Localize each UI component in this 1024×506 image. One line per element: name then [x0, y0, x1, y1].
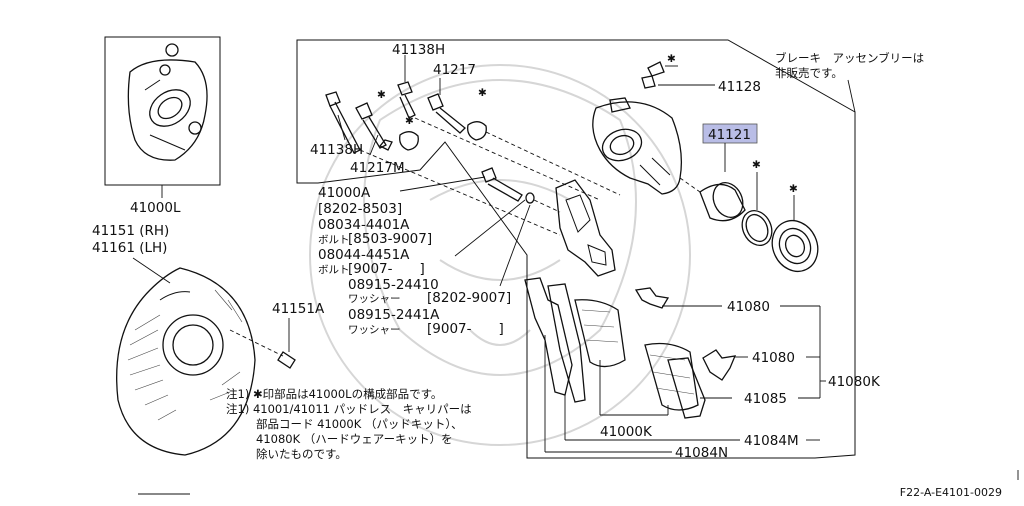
part-number-41138H-lower: 41138H — [310, 142, 363, 158]
caliper-assembly-inset — [104, 36, 221, 198]
asterisk-mark: ✱ — [667, 53, 676, 65]
mounting-bolt — [399, 167, 561, 213]
part-number-08915-2441A: 08915-2441A — [348, 307, 440, 323]
asterisk-mark: ✱ — [377, 89, 386, 101]
caliper-bracket — [555, 179, 616, 277]
footnote-padless-caliper-line4: 除いたものです。 — [256, 447, 347, 461]
part-number-08034-4401A: 08034-4401A — [318, 217, 410, 233]
part-number-41000A: 41000A — [318, 185, 371, 201]
assembly-not-sold-note-line1: ブレーキ アッセンブリーは — [775, 51, 924, 65]
part-number-41080-upper: 41080 — [727, 299, 770, 315]
shield-bolt — [229, 318, 296, 369]
part-number-41084N: 41084N — [675, 445, 728, 461]
part-number-41128: 41128 — [718, 79, 761, 95]
part-number-41121[interactable]: 41121 — [708, 127, 751, 143]
part-number-08044-4451A: 08044-4451A — [318, 247, 410, 263]
part-number-41080-lower: 41080 — [752, 350, 795, 366]
footnote-asterisk-parts: 注1) ✱印部品は41000Lの構成部品です。 — [226, 387, 442, 401]
footnote-padless-caliper-line2: 部品コード 41000K （パッドキット）、 — [256, 417, 463, 431]
part-number-08915-24410: 08915-24410 — [348, 277, 439, 293]
part-number-41000L: 41000L — [130, 200, 181, 216]
part-number-41084M: 41084M — [744, 433, 799, 449]
footnote-padless-caliper-line3: 41080K （ハードウェアーキット）を — [256, 432, 453, 446]
part-number-41080K: 41080K — [828, 374, 881, 390]
code-range-9007: [9007- ] — [427, 321, 504, 337]
part-number-41138H-upper: 41138H — [392, 42, 445, 58]
figure-code: F22-A-E4101-0029 — [900, 486, 1002, 499]
piston-seal-boot — [679, 172, 819, 272]
asterisk-mark: ✱ — [789, 183, 798, 195]
sub-label-bolt: ボルト — [318, 264, 350, 276]
part-number-41000K: 41000K — [600, 424, 653, 440]
part-number-41217: 41217 — [433, 62, 476, 78]
brake-pads-and-shims — [524, 277, 737, 419]
disc-dust-shield — [116, 257, 256, 456]
caliper-group-frame — [296, 39, 856, 459]
sub-label-washer: ワッシャー — [348, 293, 401, 305]
asterisk-mark: ✱ — [405, 115, 414, 127]
pad-leader-lines — [544, 305, 826, 453]
sub-label-washer: ワッシャー — [348, 324, 401, 336]
part-number-41085: 41085 — [744, 391, 787, 407]
code-range-8503-9007: [8503-9007] — [348, 231, 432, 247]
code-range-8202-8503: [8202-8503] — [318, 201, 402, 217]
code-range-9007: [9007- ] — [348, 261, 425, 277]
asterisk-mark: ✱ — [752, 159, 761, 171]
watermark-emblem — [309, 64, 691, 446]
code-range-8202-9007: [8202-9007] — [427, 290, 511, 306]
asterisk-mark: ✱ — [478, 87, 487, 99]
part-number-41151-rh: 41151 (RH) — [92, 223, 169, 239]
part-number-41121-highlight[interactable] — [702, 123, 758, 144]
assembly-not-sold-note-line2: 非販売です。 — [775, 66, 843, 80]
caliper-body — [592, 61, 715, 195]
part-number-41151A: 41151A — [272, 301, 325, 317]
part-number-41217M: 41217M — [350, 160, 405, 176]
sub-label-bolt: ボルト — [318, 234, 350, 246]
part-number-41161-lh: 41161 (LH) — [92, 240, 167, 256]
guide-pins-and-boots — [325, 55, 621, 236]
footnote-padless-caliper-line1: 注1) 41001/41011 パッドレス キャリパーは — [226, 402, 472, 416]
